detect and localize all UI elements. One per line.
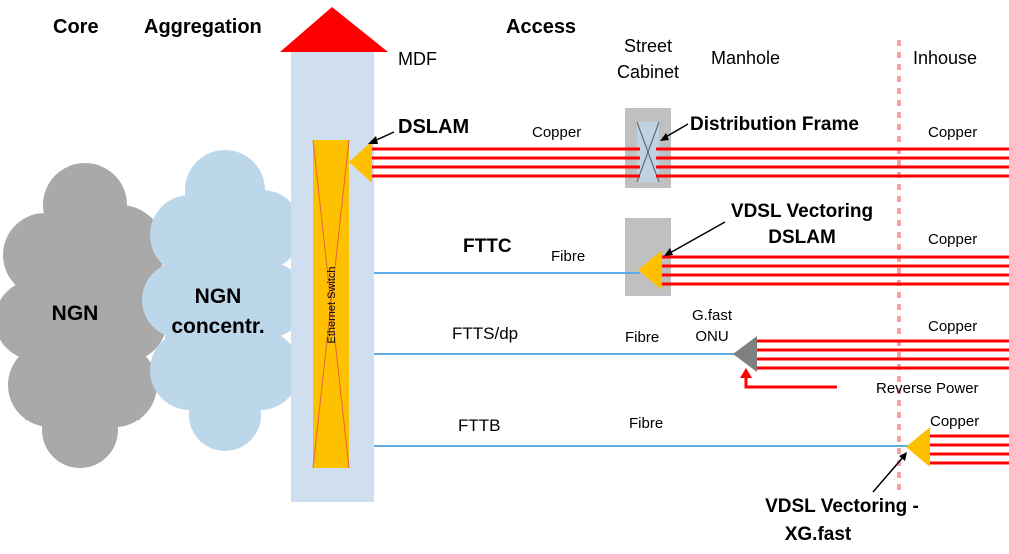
ftts-label: FTTS/dp [452,324,518,343]
fttb-medium-left: Fibre [629,415,663,432]
ftts-copper-lines [757,339,1009,370]
xgfast-label-line2: XG.fast [785,524,852,545]
distribution-frame-pointer [663,123,689,139]
dslam-copper-lines [372,147,1009,178]
gfast-onu-label-line1: G.fast [692,307,733,324]
ngn-label: NGN [52,302,99,325]
dslam-triangle-icon [349,141,372,183]
header-street-cabinet-line2: Cabinet [617,62,679,82]
header-street-cabinet-line1: Street [624,36,672,56]
ngn-concentrator-cloud [142,150,306,451]
distribution-frame-pointer-arrowhead [660,133,669,141]
fttb-label: FTTB [458,416,501,435]
reverse-power-arrowhead [740,368,752,378]
header-inhouse: Inhouse [913,48,977,68]
fttc-medium-right: Copper [928,231,977,248]
ethernet-switch-label: Ethernet Switch [326,266,338,343]
header-mdf: MDF [398,49,437,69]
ngn-concentrator-label-line1: NGN [195,285,242,308]
header-manhole: Manhole [711,48,780,68]
ngn-concentrator-label-line2: concentr. [171,315,264,338]
header-aggregation: Aggregation [144,16,262,38]
fttc-medium-left: Fibre [551,248,585,265]
fttb-copper-lines [928,434,1009,465]
reverse-power-arrow [744,374,837,389]
xgfast-label-line1: VDSL Vectoring - [765,496,919,517]
dslam-medium-left: Copper [532,124,581,141]
fttb-medium-right: Copper [930,413,979,430]
header-access: Access [506,16,576,38]
vdsl-dslam-pointer [667,221,726,255]
dslam-copper-lines-over [625,147,671,178]
ftts-medium-left: Fibre [625,329,659,346]
fttc-copper-lines [660,255,1009,286]
vdsl-dslam-label-line1: VDSL Vectoring [731,201,873,222]
vdsl-dslam-label-line2: DSLAM [768,227,836,248]
vdsl-vectoring-dslam-triangle-icon [638,250,662,290]
vdsl-dslam-pointer-arrowhead [664,248,673,256]
xgfast-pointer [872,455,905,493]
vdsl-vectoring-xgfast-triangle-icon [906,427,930,467]
ethernet-switch [312,139,350,469]
mdf-roof [280,7,388,52]
ftts-medium-right: Copper [928,318,977,335]
distribution-frame-label: Distribution Frame [690,114,859,135]
dslam-medium-right: Copper [928,124,977,141]
header-core: Core [53,16,99,38]
dslam-label: DSLAM [398,116,469,138]
dslam-pointer-arrowhead [368,136,378,144]
gfast-onu-label-line2: ONU [695,328,728,345]
xgfast-pointer-arrowhead [899,452,907,461]
ngn-cloud [0,163,167,468]
gfast-onu-triangle-icon [733,336,757,372]
reverse-power-label: Reverse Power [876,380,979,397]
fttc-label: FTTC [463,236,512,257]
